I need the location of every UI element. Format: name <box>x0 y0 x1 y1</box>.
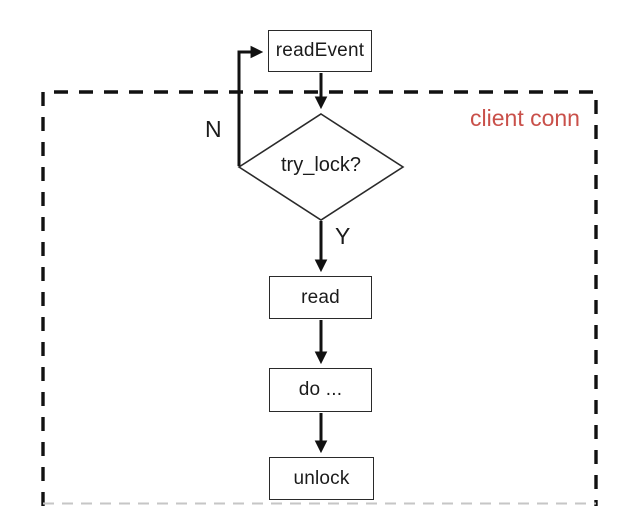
node-do-work-label: do ... <box>298 379 343 400</box>
node-do-work: do ... <box>269 368 372 412</box>
node-unlock-label: unlock <box>293 467 350 489</box>
node-read-event: readEvent <box>268 30 372 72</box>
decision-try-lock-label: try_lock? <box>280 154 362 176</box>
branch-label-no: N <box>205 116 222 142</box>
node-read-event-label: readEvent <box>275 40 365 61</box>
node-read-label: read <box>301 286 340 308</box>
decision-try-lock <box>237 113 405 221</box>
node-read: read <box>269 276 372 319</box>
client-conn-boundary <box>41 90 598 506</box>
edge-trylock-no-to-readevent <box>237 45 264 166</box>
branch-label-yes: Y <box>335 223 351 249</box>
client-conn-region-label: client conn <box>470 105 580 131</box>
node-unlock: unlock <box>269 457 374 500</box>
